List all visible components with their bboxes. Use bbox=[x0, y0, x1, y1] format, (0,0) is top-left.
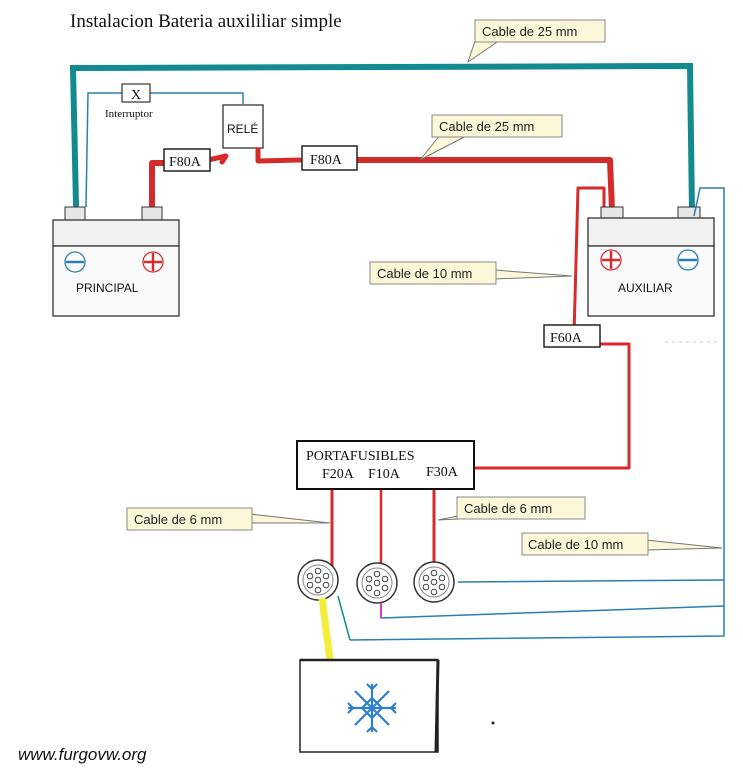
battery-principal-label: PRINCIPAL bbox=[76, 281, 139, 295]
minus-terminal-icon bbox=[64, 251, 86, 273]
fuse-main: F80A bbox=[163, 148, 211, 172]
snowflake-icon bbox=[347, 683, 397, 733]
battery-auxiliar: AUXILIAR bbox=[587, 206, 715, 317]
battery-auxiliar-label: AUXILIAR bbox=[618, 281, 673, 295]
callout-cable25-mid-text: Cable de 25 mm bbox=[439, 119, 534, 134]
switch: X bbox=[121, 83, 151, 103]
callout-cable10-right-text: Cable de 10 mm bbox=[528, 537, 623, 552]
switch-wire bbox=[85, 92, 244, 208]
fridge-wire bbox=[318, 597, 334, 661]
callout-cable6-left: Cable de 6 mm bbox=[126, 507, 331, 531]
fusebox-title: PORTAFUSIBLES bbox=[306, 449, 415, 464]
fusebox: PORTAFUSIBLES F20A F10A F30A bbox=[296, 440, 475, 490]
relay-label: RELÉ bbox=[227, 121, 258, 136]
fuse-aux: F60A bbox=[543, 324, 601, 348]
fuse-main-label: F80A bbox=[169, 155, 202, 170]
fuse-20-label: F20A bbox=[322, 467, 355, 482]
switch-label: Interruptor bbox=[105, 108, 153, 120]
negative-cable-main bbox=[69, 62, 695, 215]
footer-url: www.furgovw.org bbox=[18, 745, 147, 764]
fuse-relay-out: F80A bbox=[301, 145, 358, 171]
switch-mark: X bbox=[131, 88, 141, 103]
callout-cable25-top-text: Cable de 25 mm bbox=[482, 24, 577, 39]
callout-cable6-right-text: Cable de 6 mm bbox=[464, 501, 552, 516]
callout-cable10-right: Cable de 10 mm bbox=[521, 532, 723, 556]
fuse-10-label: F10A bbox=[368, 467, 401, 482]
fridge-ground-wire bbox=[337, 595, 351, 641]
fuse-30-label: F30A bbox=[426, 465, 459, 480]
callout-cable10-left: Cable de 10 mm bbox=[369, 261, 573, 285]
minus-terminal-icon bbox=[677, 249, 699, 271]
fuse-aux-label: F60A bbox=[550, 331, 583, 346]
socket-icon bbox=[413, 561, 455, 603]
battery-principal: PRINCIPAL bbox=[52, 206, 180, 317]
callout-cable25-top: Cable de 25 mm bbox=[467, 19, 606, 64]
plus-terminal-icon bbox=[600, 249, 622, 271]
callout-cable6-left-text: Cable de 6 mm bbox=[134, 512, 222, 527]
fuse-relay-out-label: F80A bbox=[310, 153, 343, 168]
socket-icon bbox=[356, 562, 398, 604]
plus-terminal-icon bbox=[142, 251, 164, 273]
callout-cable6-right: Cable de 6 mm bbox=[437, 496, 586, 521]
stray-dot bbox=[491, 721, 495, 725]
callout-cable10-left-text: Cable de 10 mm bbox=[377, 266, 472, 281]
diagram-title: Instalacion Bateria auxililiar simple bbox=[70, 11, 342, 32]
callout-cable25-mid: Cable de 25 mm bbox=[419, 114, 563, 161]
relay: RELÉ bbox=[222, 104, 264, 149]
socket-icon bbox=[297, 559, 339, 601]
fridge bbox=[299, 658, 440, 753]
